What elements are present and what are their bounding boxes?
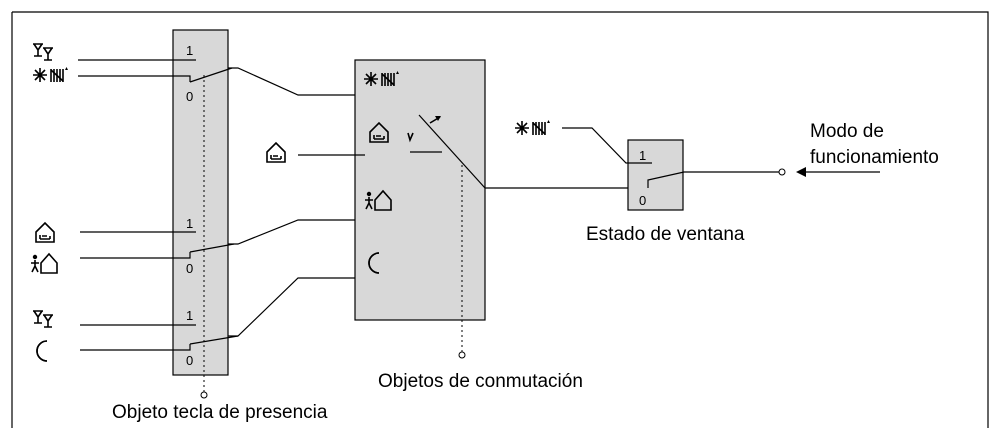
frost-protection-icon: [32, 66, 69, 83]
presence-key-box: [172, 29, 229, 376]
switch-value-1: 1: [186, 43, 193, 58]
switch-value-1: 1: [639, 148, 646, 163]
switch-value-1: 1: [186, 216, 193, 231]
frost-protection-icon: [514, 119, 551, 136]
switching-objects-box: [354, 59, 486, 321]
switch-value-0: 0: [186, 261, 193, 276]
output-connector: [778, 168, 786, 176]
standby-icon: [266, 142, 286, 163]
operating-mode-label-line2: funcionamiento: [810, 147, 939, 168]
switch-value-0: 0: [186, 89, 193, 104]
switch-arrow-down: [407, 132, 414, 143]
switch-arm: [418, 114, 486, 189]
window-state-box: [627, 139, 684, 211]
standby-icon: [35, 222, 55, 243]
night-icon: [36, 340, 48, 362]
comfort-icon: [32, 43, 54, 61]
comfort-icon: [32, 310, 54, 328]
window-state-label: Estado de ventana: [586, 224, 745, 245]
away-icon: [30, 253, 58, 274]
presence-key-connector: [200, 391, 208, 399]
switch-value-1: 1: [186, 308, 193, 323]
switch-value-0: 0: [186, 353, 193, 368]
operating-mode-label-line1: Modo de: [810, 121, 884, 142]
switch-value-0: 0: [639, 193, 646, 208]
presence-key-label: Objeto tecla de presencia: [112, 402, 328, 423]
switching-objects-connector: [458, 351, 466, 359]
switching-objects-label: Objetos de conmutación: [378, 371, 583, 392]
diagram-frame: [11, 11, 989, 428]
